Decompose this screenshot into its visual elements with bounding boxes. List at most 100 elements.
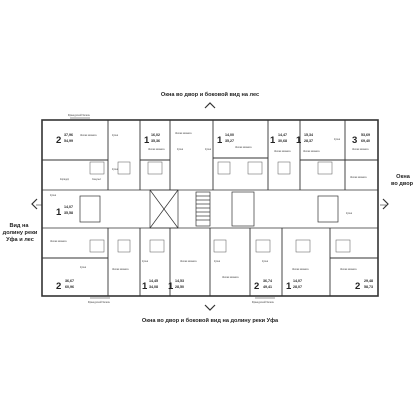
apt-11[interactable]: 2 36,74 49,41 (254, 279, 272, 292)
apt-3[interactable]: 1 14,00 35,27 (217, 133, 234, 146)
apt-4[interactable]: 1 14,47 30,68 (270, 133, 287, 146)
room-label: Жилая комната (292, 269, 309, 271)
apt-1-area: 37,96 (64, 133, 73, 137)
apt-11-living: 49,41 (263, 285, 272, 289)
apt-8[interactable]: 2 36,67 60,96 (56, 279, 74, 292)
apt-12-rooms: 1 (286, 281, 292, 292)
apt-6-rooms: 3 (352, 135, 357, 146)
apt-10-area: 14,53 (175, 279, 184, 283)
apt-12-living: 28,07 (293, 285, 302, 289)
orientation-top: Окна во двор и боковой вид на лес (160, 92, 260, 98)
elevator-core (79, 189, 339, 229)
apt-13-living: 58,73 (364, 285, 373, 289)
apt-3-living: 35,27 (225, 139, 234, 143)
apt-5[interactable]: 1 15,34 28,37 (296, 133, 313, 146)
top-apartment-walls (42, 120, 378, 190)
apt-13[interactable]: 2 29,48 58,73 (355, 279, 373, 292)
room-label: Кухня (346, 213, 353, 215)
room-label: Кухня (214, 261, 221, 263)
apt-13-rooms: 2 (355, 281, 360, 292)
room-label: Санузел (92, 179, 102, 181)
room-label: Кухня (262, 261, 269, 263)
apt-6-area: 53,69 (361, 133, 370, 137)
orientation-left-2: долину реки (2, 230, 38, 236)
room-label: Кухня (50, 195, 57, 197)
room-label: Кухня (205, 149, 212, 151)
room-label: Жилая комната (148, 149, 165, 151)
room-label: Жилая комната (175, 133, 192, 135)
apt-7[interactable]: 1 14,07 35,58 (56, 205, 73, 218)
apt-8-area: 36,67 (65, 279, 74, 283)
apt-7-rooms: 1 (56, 207, 62, 218)
room-label: Коридор (60, 179, 70, 181)
apt-8-living: 60,96 (65, 285, 74, 289)
apt-1-living: 54,99 (64, 139, 73, 143)
apt-9[interactable]: 1 14,45 34,08 (142, 279, 158, 292)
apt-7-living: 35,58 (64, 211, 73, 215)
apt-1-rooms: 2 (56, 135, 61, 146)
apt-6-living: 69,40 (361, 139, 370, 143)
apt-3-area: 14,00 (225, 133, 234, 137)
arrow-right-icon (382, 198, 389, 210)
orientation-right-2: во двор (390, 181, 414, 187)
apt-13-area: 29,48 (364, 279, 373, 283)
room-label: Жилая комната (222, 277, 239, 279)
apt-4-living: 30,68 (278, 139, 287, 143)
apt-2-living: 35,36 (151, 139, 160, 143)
apt-3-rooms: 1 (217, 135, 223, 146)
apt-5-area: 15,34 (304, 133, 313, 137)
room-label: Жилая комната (80, 135, 97, 137)
orientation-right-1: Окна (396, 174, 410, 180)
apt-12[interactable]: 1 14,07 28,07 (286, 279, 302, 292)
apt-9-living: 34,08 (149, 285, 158, 289)
apt-10-living: 28,50 (175, 285, 184, 289)
apt-7-area: 14,07 (64, 205, 73, 209)
apt-4-area: 14,47 (278, 133, 287, 137)
apt-5-rooms: 1 (296, 135, 302, 146)
room-label: Французский балкон (68, 114, 91, 117)
orientation-bottom: Окна во двор и боковой вид на долину рек… (141, 318, 279, 324)
arrow-down-icon (204, 304, 216, 311)
room-label: Французский балкон (252, 301, 275, 304)
apt-11-area: 36,74 (263, 279, 272, 283)
bathroom-blocks (89, 161, 351, 253)
apt-2-area: 16,02 (151, 133, 160, 137)
apt-8-rooms: 2 (56, 281, 61, 292)
apt-1[interactable]: 2 37,96 54,99 (56, 133, 73, 146)
apt-11-rooms: 2 (254, 281, 259, 292)
room-label: Кухня (80, 267, 87, 269)
apt-5-living: 28,37 (304, 139, 313, 143)
apt-9-rooms: 1 (142, 281, 148, 292)
room-label: Кухня (112, 135, 119, 137)
room-label: Жилая комната (50, 241, 67, 243)
apt-2[interactable]: 1 16,02 35,36 (144, 133, 160, 146)
bottom-apartment-walls (42, 228, 378, 296)
apt-4-rooms: 1 (270, 135, 276, 146)
room-labels: Жилая комната Кухня Санузел Коридор Кухн… (50, 114, 369, 304)
arrow-up-icon (204, 102, 216, 109)
room-label: Французский балкон (88, 301, 111, 304)
orientation-left-1: Вид на (9, 223, 29, 229)
room-label: Жилая комната (352, 149, 369, 151)
room-label: Жилая комната (340, 269, 357, 271)
orientation-left-3: Уфа и лес (6, 237, 34, 243)
room-label: Жилая комната (180, 261, 197, 263)
room-label: Кухня (112, 169, 119, 171)
apt-10-rooms: 1 (168, 281, 174, 292)
room-label: Кухня (177, 149, 184, 151)
room-label: Кухня (334, 139, 341, 141)
apt-12-area: 14,07 (293, 279, 302, 283)
room-label: Жилая комната (112, 269, 129, 271)
balconies (36, 117, 386, 299)
arrow-left-icon (31, 198, 38, 210)
room-label: Жилая комната (303, 151, 320, 153)
apt-10[interactable]: 1 14,53 28,50 (168, 279, 184, 292)
room-label: Жилая комната (235, 147, 252, 149)
room-label: Жилая комната (274, 151, 291, 153)
apt-9-area: 14,45 (149, 279, 158, 283)
room-label: Кухня (142, 261, 149, 263)
apt-6[interactable]: 3 53,69 69,40 (352, 133, 370, 146)
apt-2-rooms: 1 (144, 135, 150, 146)
room-label: Жилая комната (350, 177, 367, 179)
